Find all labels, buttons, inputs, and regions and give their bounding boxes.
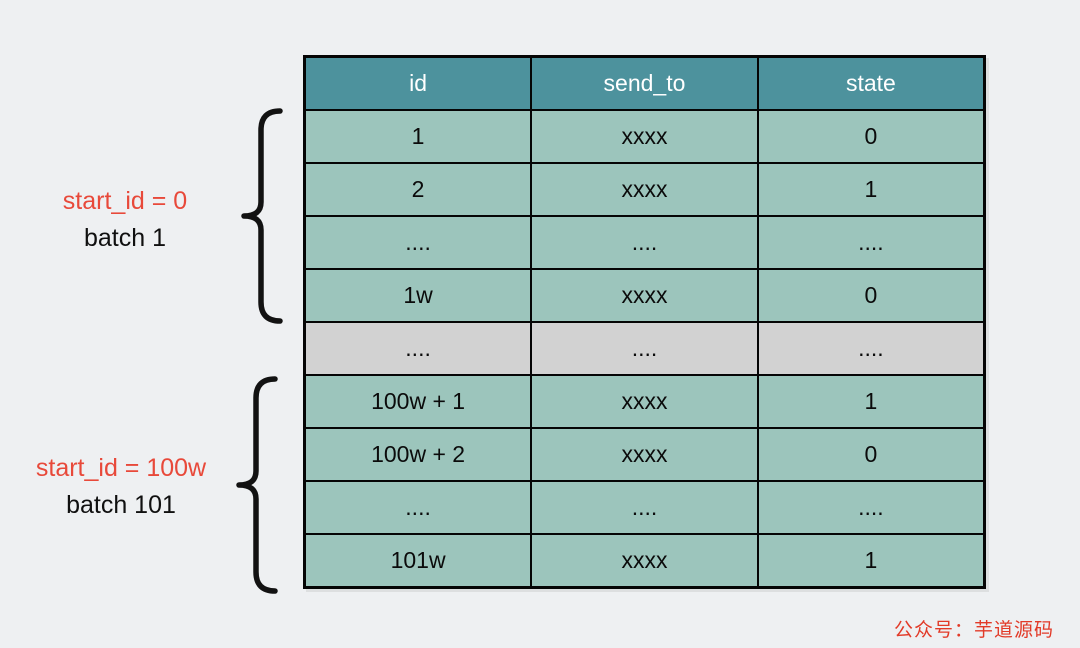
messages-table: id send_to state 1 xxxx 0 2 xxxx 1 .... … bbox=[303, 55, 986, 589]
batch1-annotation: start_id = 0 batch 1 bbox=[26, 183, 224, 257]
cell-send-to: xxxx bbox=[530, 109, 759, 164]
cell-id: 100w + 2 bbox=[303, 427, 533, 482]
table-row: 100w + 1 xxxx 1 bbox=[303, 374, 986, 429]
cell-state: 0 bbox=[756, 427, 986, 482]
cell-state: 1 bbox=[756, 162, 986, 217]
batch1-brace-icon bbox=[238, 107, 286, 325]
batch101-batch-label: batch 101 bbox=[66, 491, 176, 519]
cell-id: 1 bbox=[303, 109, 533, 164]
batch1-start-id-label: start_id = 0 bbox=[62, 187, 188, 215]
cell-send-to: xxxx bbox=[530, 374, 759, 429]
table-separator-row: .... .... .... bbox=[303, 321, 986, 376]
cell-id: .... bbox=[303, 215, 533, 270]
cell-id: 101w bbox=[303, 533, 533, 589]
column-header-state: state bbox=[756, 55, 986, 111]
table-row: .... .... .... bbox=[303, 215, 986, 270]
cell-send-to: xxxx bbox=[530, 427, 759, 482]
batch101-start-id-label: start_id = 100w bbox=[35, 454, 207, 482]
column-header-send-to: send_to bbox=[530, 55, 759, 111]
cell-id: 2 bbox=[303, 162, 533, 217]
batch101-brace-icon bbox=[233, 375, 281, 595]
cell-send-to: .... bbox=[530, 480, 759, 535]
cell-state: .... bbox=[756, 215, 986, 270]
table-row: 2 xxxx 1 bbox=[303, 162, 986, 217]
table-header-row: id send_to state bbox=[303, 55, 986, 111]
cell-send-to: .... bbox=[530, 321, 759, 376]
cell-send-to: xxxx bbox=[530, 533, 759, 589]
batch1-batch-label: batch 1 bbox=[83, 224, 166, 252]
table-row: 1 xxxx 0 bbox=[303, 109, 986, 164]
cell-state: 1 bbox=[756, 533, 986, 589]
cell-id: .... bbox=[303, 480, 533, 535]
cell-send-to: .... bbox=[530, 215, 759, 270]
cell-send-to: xxxx bbox=[530, 268, 759, 323]
table-row: .... .... .... bbox=[303, 480, 986, 535]
cell-state: 1 bbox=[756, 374, 986, 429]
cell-state: 0 bbox=[756, 109, 986, 164]
batch101-annotation: start_id = 100w batch 101 bbox=[10, 450, 232, 524]
cell-state: .... bbox=[756, 480, 986, 535]
table-row: 1w xxxx 0 bbox=[303, 268, 986, 323]
cell-send-to: xxxx bbox=[530, 162, 759, 217]
cell-id: 100w + 1 bbox=[303, 374, 533, 429]
cell-state: .... bbox=[756, 321, 986, 376]
cell-state: 0 bbox=[756, 268, 986, 323]
watermark-text: 公众号：芋道源码 bbox=[893, 620, 1054, 641]
cell-id: 1w bbox=[303, 268, 533, 323]
cell-id: .... bbox=[303, 321, 533, 376]
column-header-id: id bbox=[303, 55, 533, 111]
table-row: 100w + 2 xxxx 0 bbox=[303, 427, 986, 482]
table-row: 101w xxxx 1 bbox=[303, 533, 986, 589]
